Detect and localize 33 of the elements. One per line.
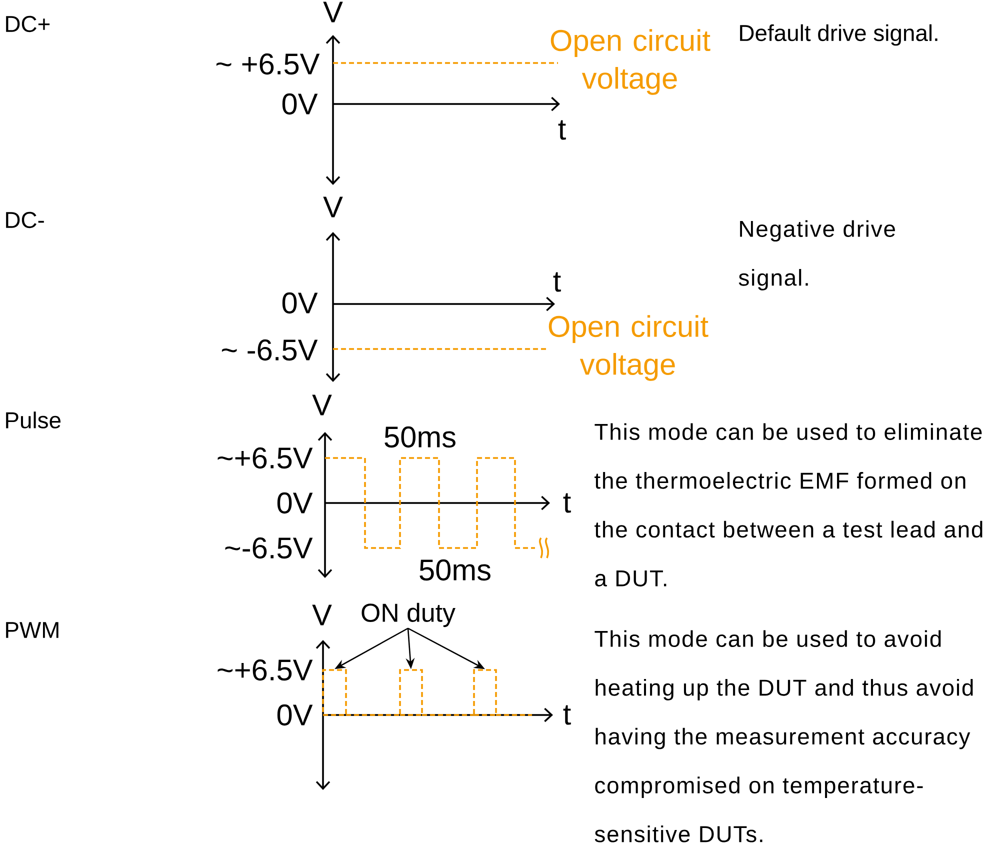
voltage-label: 0V — [282, 93, 318, 115]
axis-label: V — [312, 604, 332, 626]
mode-label: DC+ — [6, 16, 50, 32]
axis-label: V — [323, 196, 343, 218]
axis-label: t — [558, 120, 566, 140]
curve-label: Open circuit voltage — [550, 29, 710, 95]
voltage-label: ~ +6.5V — [216, 53, 320, 75]
axis-label: V — [323, 2, 343, 22]
duration-label: 50ms — [384, 426, 456, 448]
curve-label: Open circuit voltage — [548, 315, 708, 381]
description-text: This mode can be used to avoid heating up the DUT and thus avoid having the measurement accuracy compromised on temperature-sensitive DUTs. — [594, 630, 973, 842]
axis-label: t — [553, 272, 561, 292]
pulse-shape — [473, 669, 497, 716]
description-text: This mode can be used to eliminate the thermoelectric EMF formed on the contact between a test lead and a DUT. — [594, 423, 982, 586]
pulse-shape — [399, 669, 423, 716]
voltage-label: ~-6.5V — [225, 537, 313, 559]
duration-label: 50ms — [420, 559, 490, 581]
axis-label: V — [312, 394, 332, 416]
pulse-shape — [322, 669, 347, 716]
voltage-label: ~ -6.5V — [222, 339, 318, 361]
voltage-label: ~+6.5V — [218, 447, 313, 469]
mode-label: PWM — [6, 622, 58, 638]
mode-label: DC- — [6, 212, 44, 228]
callout-text: ON duty — [362, 602, 456, 628]
mode-label: Pulse — [6, 412, 60, 428]
axis-label: t — [563, 705, 571, 725]
description-text: Default drive signal. — [740, 24, 938, 46]
voltage-label: 0V — [277, 704, 313, 726]
axis-label: t — [563, 493, 571, 513]
voltage-label: ~+6.5V — [218, 659, 313, 681]
voltage-label: 0V — [277, 492, 313, 514]
voltage-label: 0V — [282, 292, 318, 314]
description-text: Negative drive signal. — [738, 220, 895, 290]
